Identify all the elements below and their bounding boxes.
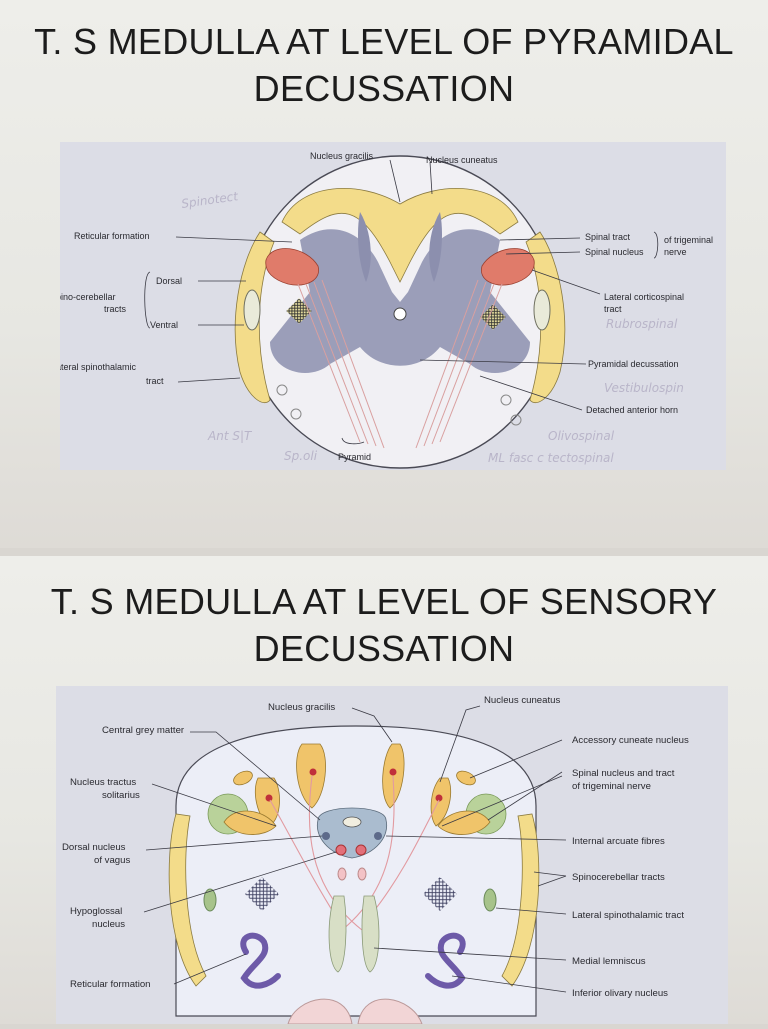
label-nucleus-gracilis: Nucleus gracilis — [268, 702, 335, 713]
slide-pyramidal-decussation: T. S MEDULLA AT LEVEL OF PYRAMIDAL DECUS… — [0, 0, 768, 548]
label-pyramid: Pyramid — [338, 452, 371, 462]
title-line-1: T. S MEDULLA AT LEVEL OF SENSORY — [50, 581, 718, 622]
central-canal — [342, 816, 362, 828]
right-accessory-cuneate — [456, 770, 476, 786]
label-nucleus: nucleus — [92, 919, 125, 930]
handwritten-sp-oli: Sp.oli — [284, 449, 318, 463]
label-nucleus-cuneatus: Nucleus cuneatus — [484, 695, 560, 706]
small-tract-circle — [276, 384, 288, 396]
hypoglossal-nucleus — [355, 844, 367, 856]
label-lateral-corticospinal-tract: tract — [604, 304, 622, 314]
left-accessory-cuneate — [233, 770, 253, 786]
right-medial-lemniscus — [361, 895, 380, 973]
title-line-2: DECUSSATION — [253, 628, 515, 669]
label-dorsal: Dorsal — [156, 276, 182, 286]
title-line-1: T. S MEDULLA AT LEVEL OF PYRAMIDAL — [34, 21, 734, 62]
dorsal-vagus-nucleus — [374, 832, 382, 840]
label-internal-arcuate-fibres: Internal arcuate fibres — [572, 836, 665, 847]
medial-lemniscus-dot — [357, 867, 367, 881]
grey-lobe — [358, 212, 371, 282]
label-spinal-nucleus-and-tract: Spinal nucleus and tract — [572, 768, 675, 779]
label-pyramidal-decussation: Pyramidal decussation — [588, 359, 679, 369]
label-spinal-nucleus: Spinal nucleus — [585, 247, 644, 257]
label-inferior-olivary-nucleus: Inferior olivary nucleus — [572, 988, 668, 999]
right-spinocerebellar-tract — [501, 813, 540, 987]
label-of-vagus: of vagus — [94, 855, 130, 866]
left-medial-lemniscus — [328, 895, 347, 973]
slide-sensory-decussation: T. S MEDULLA AT LEVEL OF SENSORY DECUSSA… — [0, 556, 768, 1025]
cuneatus-dot — [435, 794, 443, 802]
label-nucleus-gracilis: Nucleus gracilis — [310, 151, 374, 161]
left-spinocerebellar — [243, 289, 261, 331]
left-spinocerebellar-tract — [168, 813, 207, 987]
medulla-outline — [175, 725, 537, 1017]
label-of-trigeminal: of trigeminal — [664, 235, 713, 245]
label-spinal-tract: Spinal tract — [585, 232, 631, 242]
label-reticular-formation: Reticular formation — [74, 231, 150, 241]
left-inferior-olivary-nucleus — [240, 932, 281, 989]
right-inferior-olivary-nucleus — [425, 932, 466, 989]
label-lateral-spinothalamic-tract: Lateral spinothalamic tract — [572, 910, 684, 921]
handwritten-ant-st: Ant S|T — [207, 429, 253, 443]
label-accessory-cuneate-nucleus: Accessory cuneate nucleus — [572, 735, 689, 746]
medial-lemniscus-dot — [337, 867, 347, 881]
gracilis-dot — [389, 768, 397, 776]
label-spinocerebellar-tracts: Spinocerebellar tracts — [572, 872, 665, 883]
medulla-diagram-1: Nucleus gracilis Nucleus cuneatus Reticu… — [56, 151, 713, 469]
label-spino-cerebellar: pino-cerebellar — [60, 292, 116, 302]
cuneatus-dot — [265, 794, 273, 802]
title-line-2: DECUSSATION — [253, 68, 515, 109]
hypoglossal-nucleus — [335, 844, 347, 856]
label-nucleus-cuneatus: Nucleus cuneatus — [426, 155, 498, 165]
gracilis-dot — [309, 768, 317, 776]
handwritten-rubrospinal: Rubrospinal — [606, 317, 678, 331]
right-nucleus-cuneatus — [430, 777, 452, 827]
label-detached-anterior-horn: Detached anterior horn — [586, 405, 678, 415]
left-pyramid — [287, 998, 353, 1025]
medulla-diagram-2: Nucleus gracilis Nucleus cuneatus Centra… — [62, 695, 689, 1025]
grey-lobe — [429, 212, 442, 282]
left-reticular-formation — [286, 298, 312, 324]
small-tract-circle — [510, 414, 522, 426]
right-pyramid — [357, 998, 423, 1025]
small-tract-circle — [500, 394, 512, 406]
label-nerve: nerve — [664, 247, 687, 257]
label-dorsal-nucleus: Dorsal nucleus — [62, 842, 126, 853]
label-solitarius: solitarius — [102, 790, 140, 801]
handwritten-vestibulospinal: Vestibulospin — [604, 381, 684, 395]
left-lateral-spinothalamic — [203, 888, 217, 912]
handwritten-spinotectal: Spinotect — [180, 189, 240, 211]
label-medial-lemniscus: Medial lemniscus — [572, 956, 646, 967]
handwritten-olivospinal: Olivospinal — [548, 429, 615, 443]
dorsal-vagus-nucleus — [322, 832, 330, 840]
sensory-decussation-figure: Nucleus gracilis Nucleus cuneatus Centra… — [56, 686, 728, 1025]
label-central-grey-matter: Central grey matter — [102, 725, 185, 736]
slide-title: T. S MEDULLA AT LEVEL OF PYRAMIDAL DECUS… — [0, 18, 768, 112]
right-lateral-spinothalamic — [483, 888, 497, 912]
label-hypoglossal: Hypoglossal — [70, 906, 122, 917]
slide-title: T. S MEDULLA AT LEVEL OF SENSORY DECUSSA… — [0, 578, 768, 672]
pyramidal-decussation-fibres — [297, 279, 503, 449]
label-of-trigeminal-nerve: of trigeminal nerve — [572, 781, 651, 792]
right-lateral-corticospinal — [481, 248, 535, 286]
label-tract: tract — [146, 376, 164, 386]
pyramidal-decussation-figure: Nucleus gracilis Nucleus cuneatus Reticu… — [56, 142, 726, 470]
small-tract-circle — [290, 408, 302, 420]
central-canal — [393, 307, 407, 321]
left-nucleus-gracilis — [296, 743, 326, 809]
label-lateral-spinothalamic: ateral spinothalamic — [60, 362, 137, 372]
label-lateral-corticospinal: Lateral corticospinal — [604, 292, 684, 302]
central-grey-matter — [316, 807, 388, 859]
label-reticular-formation: Reticular formation — [70, 979, 151, 990]
handwritten-ml-fasc-tectospinal: ML fasc c tectospinal — [488, 451, 614, 465]
label-nucleus-tractus: Nucleus tractus — [70, 777, 136, 788]
label-ventral: Ventral — [150, 320, 178, 330]
right-spinocerebellar — [533, 289, 551, 331]
label-tracts: tracts — [104, 304, 127, 314]
left-lateral-corticospinal — [265, 248, 319, 286]
